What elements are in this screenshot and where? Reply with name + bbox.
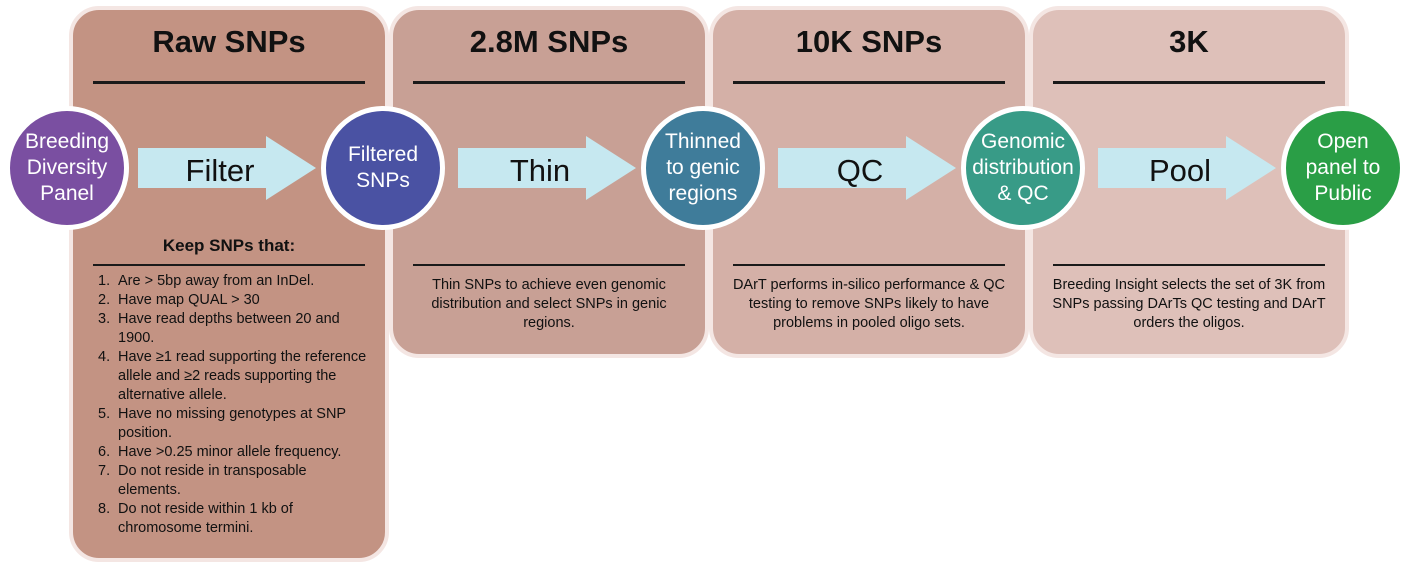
arrow-label: Filter <box>185 153 255 188</box>
list-item: 7.Do not reside in transposable elements… <box>98 463 307 498</box>
arrow-filter: Filter <box>138 136 318 200</box>
arrow-label: Thin <box>509 153 571 188</box>
panel-description: Breeding Insight selects the set of 3K f… <box>1052 277 1326 331</box>
node-label: Open panel to Public <box>1305 130 1381 205</box>
list-item: 5.Have no missing genotypes at SNP posit… <box>98 406 346 441</box>
panel-divider <box>1053 81 1325 84</box>
node-label: Thinned to genic regions <box>665 130 741 205</box>
panel-title: 2.8M SNPs <box>469 24 629 59</box>
arrow-label: QC <box>836 153 884 188</box>
panel-divider <box>93 81 365 84</box>
arrow-pool: Pool <box>1098 136 1278 200</box>
arrow-shape <box>458 136 636 200</box>
arrow-qc: QC <box>778 136 958 200</box>
panel-divider-desc <box>1053 264 1325 266</box>
node-breeding-diversity-panel: Breeding Diversity Panel <box>5 106 129 230</box>
arrow-shape <box>138 136 316 200</box>
list-item: 2.Have map QUAL > 30 <box>98 292 260 308</box>
panel-description: Thin SNPs to achieve even genomic distri… <box>431 277 667 331</box>
criteria-title: Keep SNPs that: <box>162 236 296 255</box>
panel-divider <box>413 81 685 84</box>
arrow-shape <box>1098 136 1276 200</box>
node-label: Genomic distribution & QC <box>972 130 1074 205</box>
list-item: 1.Are > 5bp away from an InDel. <box>98 273 315 289</box>
list-item: 4.Have ≥1 read supporting the reference … <box>98 349 367 403</box>
panel-divider-desc <box>733 264 1005 266</box>
list-item: 8.Do not reside within 1 kb of chromosom… <box>98 501 293 536</box>
node-open-panel-public: Open panel to Public <box>1281 106 1405 230</box>
criteria-list: 1.Are > 5bp away from an InDel. 2.Have m… <box>98 272 370 538</box>
node-label: Breeding Diversity Panel <box>24 130 110 205</box>
node-genomic-distribution-qc: Genomic distribution & QC <box>961 106 1085 230</box>
arrow-label: Pool <box>1148 153 1212 188</box>
panel-description: DArT performs in-silico performance & QC… <box>732 277 1006 331</box>
arrow-thin: Thin <box>458 136 638 200</box>
list-item: 3.Have read depths between 20 and 1900. <box>98 311 340 346</box>
list-item: 6.Have >0.25 minor allele frequency. <box>98 444 342 460</box>
node-thinned-genic-regions: Thinned to genic regions <box>641 106 765 230</box>
panel-raw-snps: Raw SNPs <box>69 6 389 562</box>
node-filtered-snps: Filtered SNPs <box>321 106 445 230</box>
panel-title: 10K SNPs <box>795 24 943 59</box>
arrow-shape <box>778 136 956 200</box>
node-label: Filtered SNPs <box>347 143 419 192</box>
panel-title: Raw SNPs <box>152 24 306 59</box>
panel-divider-desc <box>413 264 685 266</box>
panel-title: 3K <box>1169 24 1209 59</box>
panel-divider <box>733 81 1005 84</box>
panel-divider-criteria <box>93 264 365 266</box>
